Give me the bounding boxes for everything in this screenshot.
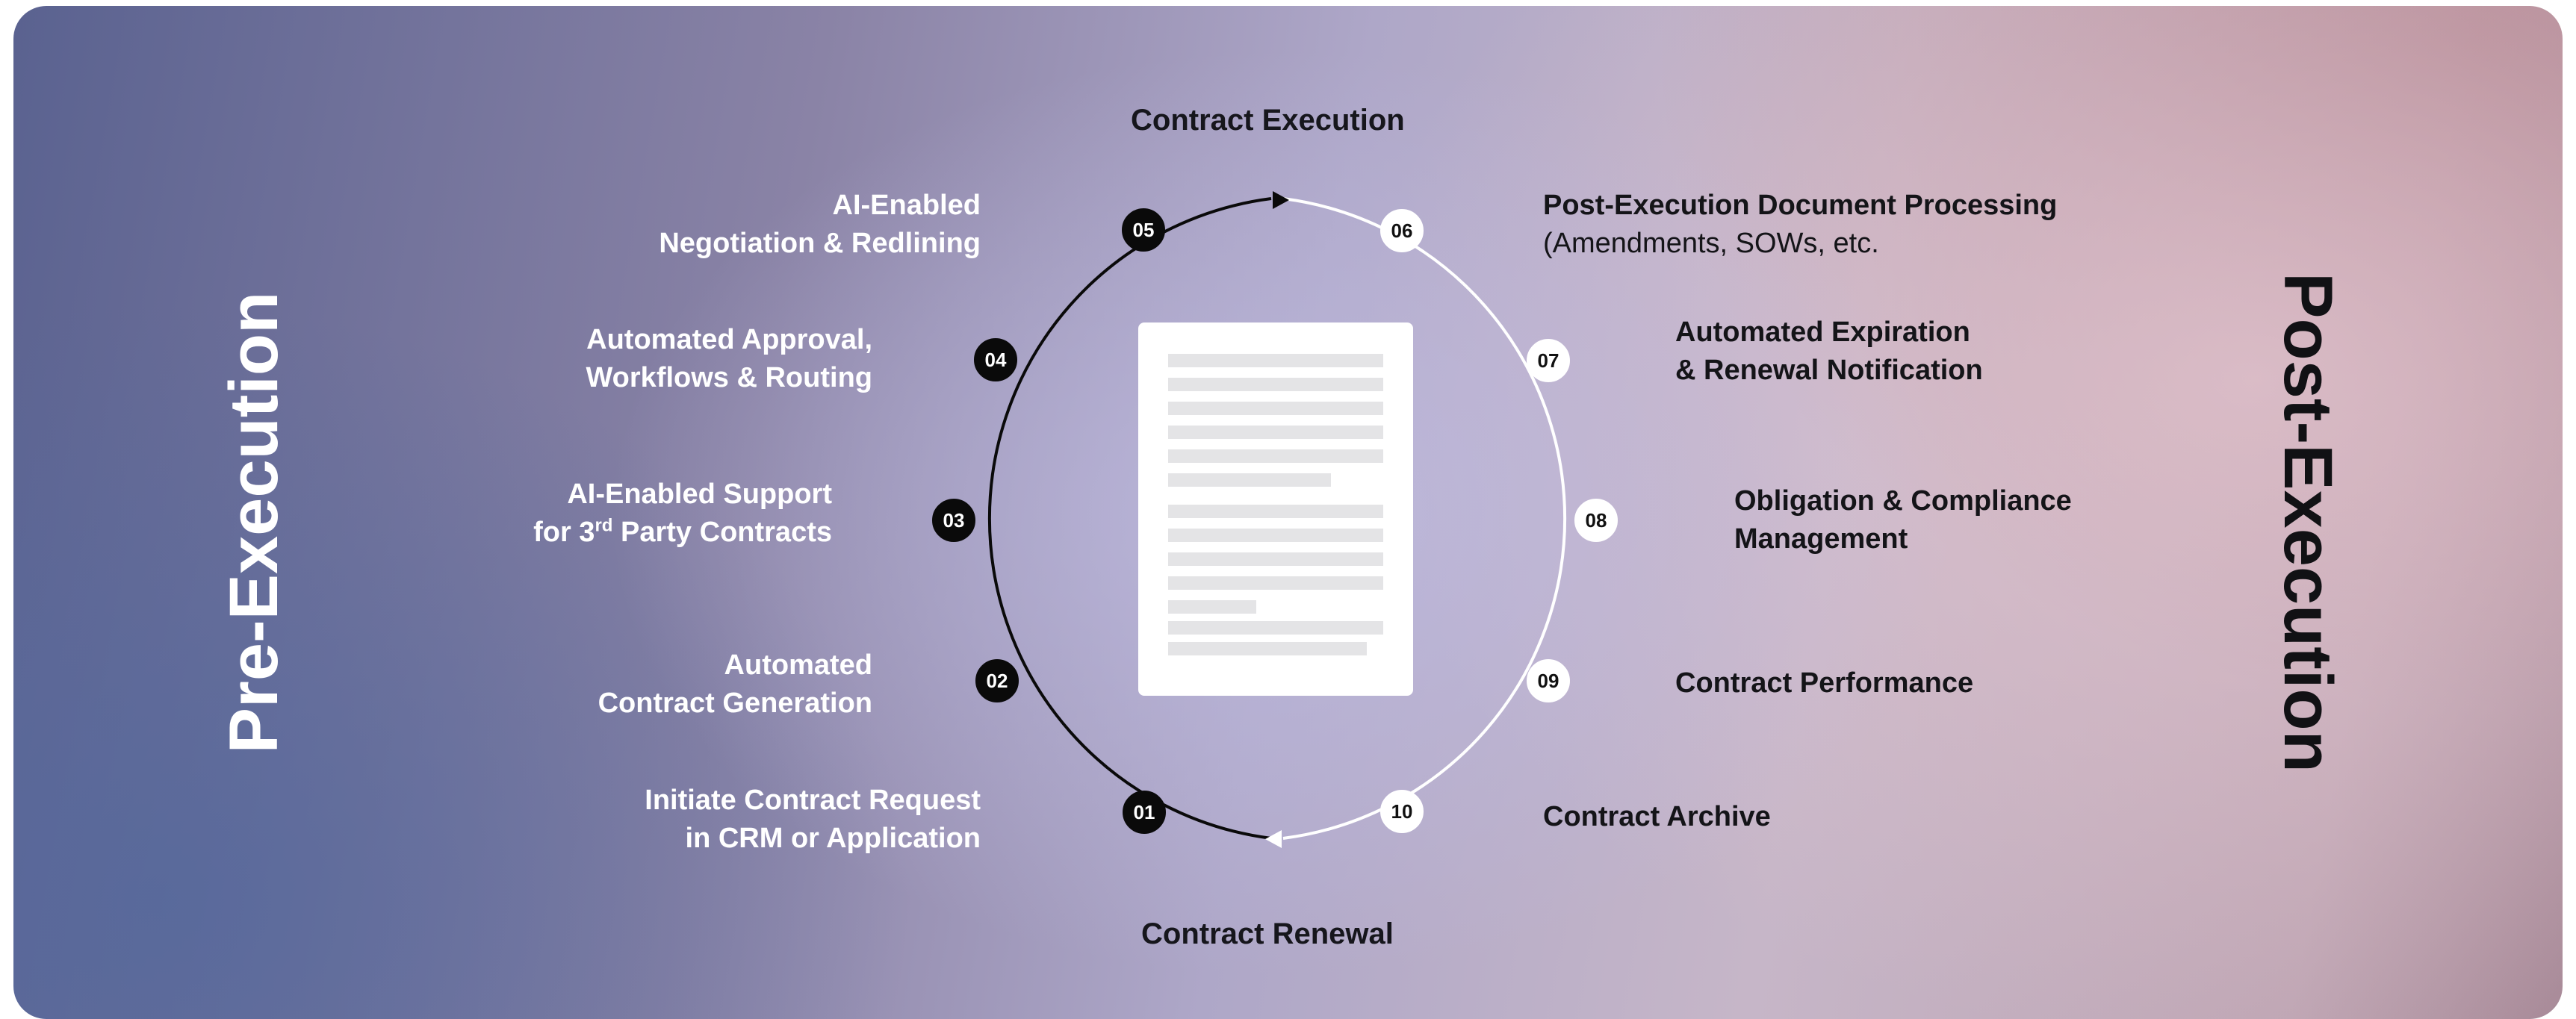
step-node-08: 08 xyxy=(1574,499,1618,542)
step-label-04: Automated Approval, Workflows & Routing xyxy=(586,324,873,393)
contract-document-icon xyxy=(1138,322,1413,696)
contract-execution-title: Contract Execution xyxy=(1131,104,1405,137)
step-label-02: Automated Contract Generation xyxy=(598,649,872,719)
contract-renewal-title: Contract Renewal xyxy=(1141,917,1394,950)
step-node-01: 01 xyxy=(1123,791,1166,834)
pre-execution-label: Pre-Execution xyxy=(216,291,292,754)
step-label-01: Initiate Contract Request in CRM or Appl… xyxy=(645,785,981,854)
step-node-10: 10 xyxy=(1380,790,1424,833)
step-node-04: 04 xyxy=(974,338,1017,381)
step-node-03: 03 xyxy=(932,499,975,542)
step-node-07: 07 xyxy=(1527,339,1570,382)
step-node-09: 09 xyxy=(1527,659,1570,702)
step-label-07: Automated Expiration & Renewal Notificat… xyxy=(1675,317,1983,386)
step-label-03: AI-Enabled Support for 3rd Party Contrac… xyxy=(533,479,832,548)
step-node-02: 02 xyxy=(975,659,1019,702)
step-label-06: Post-Execution Document Processing (Amen… xyxy=(1543,190,2058,259)
step-node-06: 06 xyxy=(1380,209,1424,252)
step-label-08: Obligation & Compliance Management xyxy=(1734,485,2072,555)
arrow-head-execution xyxy=(1273,191,1289,209)
step-node-05: 05 xyxy=(1122,208,1165,252)
step-label-05: AI-Enabled Negotiation & Redlining xyxy=(659,190,981,259)
arrow-head-renewal xyxy=(1265,830,1282,848)
post-execution-arc xyxy=(1282,197,1567,840)
step-label-10: Contract Archive xyxy=(1543,801,1771,832)
post-execution-label: Post-Execution xyxy=(2270,272,2346,773)
step-label-09: Contract Performance xyxy=(1675,667,1974,699)
